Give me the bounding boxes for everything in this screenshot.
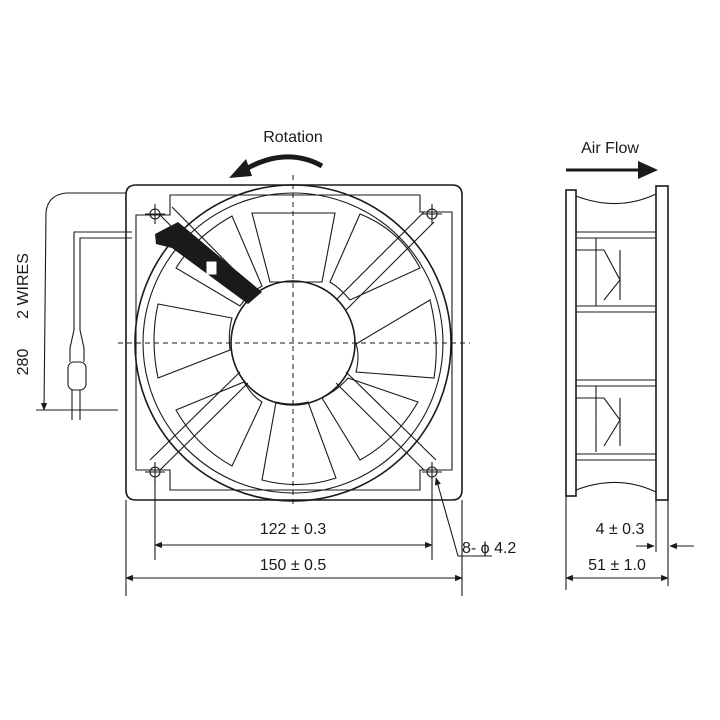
fan-frame xyxy=(125,184,463,501)
inner-dimension-label: 122 ± 0.3 xyxy=(260,521,327,538)
lead-wires xyxy=(67,231,132,420)
outer-dimension-label: 150 ± 0.5 xyxy=(260,557,327,574)
flange-dimension: 4 ± 0.3 xyxy=(596,500,694,586)
wire-length-label: 280 xyxy=(15,349,32,376)
fan-frame-inner xyxy=(135,194,453,491)
outer-frame-dimension: 150 ± 0.5 xyxy=(125,500,463,596)
depth-dimension-label: 51 ± 1.0 xyxy=(588,557,646,574)
front-view: Rotation xyxy=(15,129,516,596)
blade xyxy=(329,213,421,301)
blade xyxy=(153,303,233,379)
blade xyxy=(251,212,336,283)
flange-dimension-label: 4 ± 0.3 xyxy=(596,521,645,538)
mounting-hole xyxy=(145,462,165,482)
mounting-hole xyxy=(145,204,165,224)
mounting-hole xyxy=(422,462,442,482)
hole-diameter-callout: 8- ϕ 4.2 xyxy=(434,477,516,557)
blade xyxy=(355,299,437,379)
wire-length-dimension: 280 2 WIRES xyxy=(15,192,126,411)
rotation-label: Rotation xyxy=(263,129,323,146)
airflow-arrow-icon xyxy=(566,161,658,179)
mounting-hole xyxy=(422,204,442,224)
rotation-arrow-icon xyxy=(229,154,324,178)
blade xyxy=(175,381,263,467)
mounting-holes xyxy=(145,204,442,482)
wire-count-label: 2 WIRES xyxy=(15,253,32,319)
hole-diameter-label: 8- ϕ 4.2 xyxy=(462,540,516,557)
fan-side-profile xyxy=(565,185,669,501)
depth-dimension: 51 ± 1.0 xyxy=(565,496,669,590)
blade xyxy=(261,401,337,486)
side-view: Air Flow 4 ± 0.3 xyxy=(565,140,694,590)
airflow-label: Air Flow xyxy=(581,140,639,157)
wire-guide-slot xyxy=(206,261,217,275)
blade xyxy=(321,377,419,461)
inner-hole-dimension: 122 ± 0.3 xyxy=(154,480,433,560)
